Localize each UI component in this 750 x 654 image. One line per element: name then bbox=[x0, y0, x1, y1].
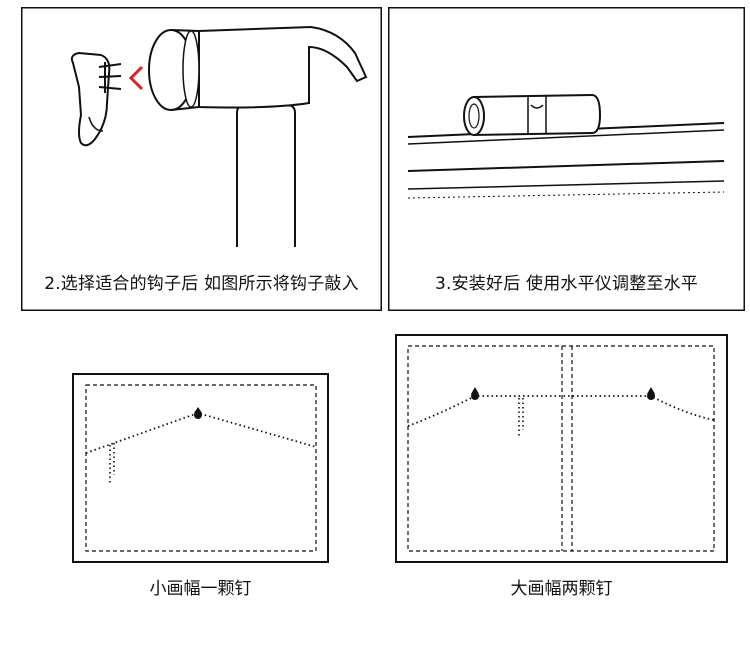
hook-pin bbox=[98, 75, 122, 78]
panel-border bbox=[21, 7, 382, 311]
strike-arrow-icon bbox=[128, 65, 144, 91]
frame-edge-line bbox=[407, 191, 725, 199]
level-bubble bbox=[530, 104, 544, 109]
step-2-panel: 2.选择适合的钩子后 如图所示将钩子敲入 bbox=[21, 7, 382, 311]
inner-dashed-frame bbox=[85, 384, 317, 552]
small-frame-one-nail-illustration bbox=[72, 373, 329, 563]
hook-pin bbox=[98, 86, 122, 90]
outer-frame bbox=[72, 373, 329, 563]
hook-hammer-illustration bbox=[21, 7, 382, 311]
small-frame-caption: 小画幅一颗钉 bbox=[149, 579, 252, 599]
hanging-wire bbox=[85, 412, 317, 454]
spirit-level-icon bbox=[473, 93, 602, 137]
large-frame-caption: 大画幅两颗钉 bbox=[510, 579, 613, 599]
step-2-caption: 2.选择适合的钩子后 如图所示将钩子敲入 bbox=[44, 274, 359, 294]
step-3-panel: 3.安装好后 使用水平仪调整至水平 bbox=[388, 7, 745, 311]
frame-edge-line bbox=[407, 160, 725, 172]
hammer-handle bbox=[236, 104, 296, 247]
large-frame-diagram bbox=[395, 334, 728, 563]
frame-edge-line bbox=[407, 129, 725, 145]
outer-frame bbox=[395, 334, 728, 563]
step-3-caption: 3.安装好后 使用水平仪调整至水平 bbox=[434, 274, 699, 294]
large-frame-two-nails-illustration bbox=[395, 334, 728, 563]
panel-border bbox=[388, 7, 745, 311]
small-frame-diagram bbox=[72, 373, 329, 563]
hanging-wire bbox=[407, 395, 715, 427]
level-on-frame-illustration bbox=[388, 7, 745, 311]
inner-dashed-frame bbox=[407, 345, 715, 552]
hammer-head bbox=[198, 25, 368, 109]
frame-edge-line bbox=[407, 180, 725, 190]
hook-pin bbox=[98, 63, 122, 68]
